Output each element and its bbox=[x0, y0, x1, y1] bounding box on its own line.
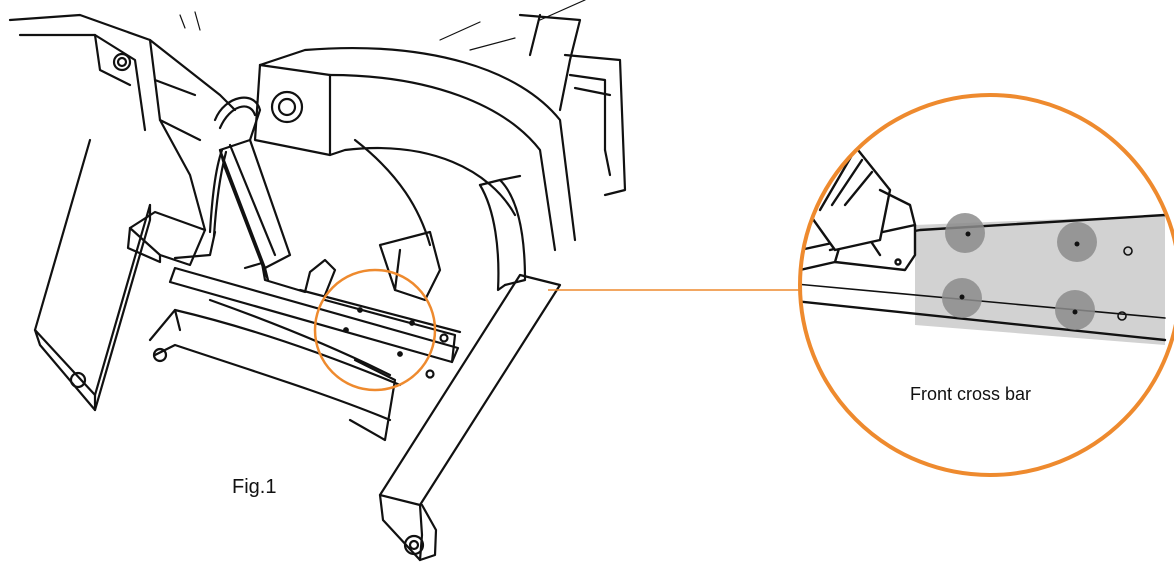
mounting-hole-markers bbox=[942, 213, 1097, 330]
treadmill-frame-drawing bbox=[8, 0, 627, 562]
figure-label: Fig.1 bbox=[232, 476, 277, 498]
magnified-crossbar-detail bbox=[798, 93, 1174, 477]
highlight-circle bbox=[313, 268, 437, 392]
callout-label: Front cross bar bbox=[910, 384, 1032, 404]
